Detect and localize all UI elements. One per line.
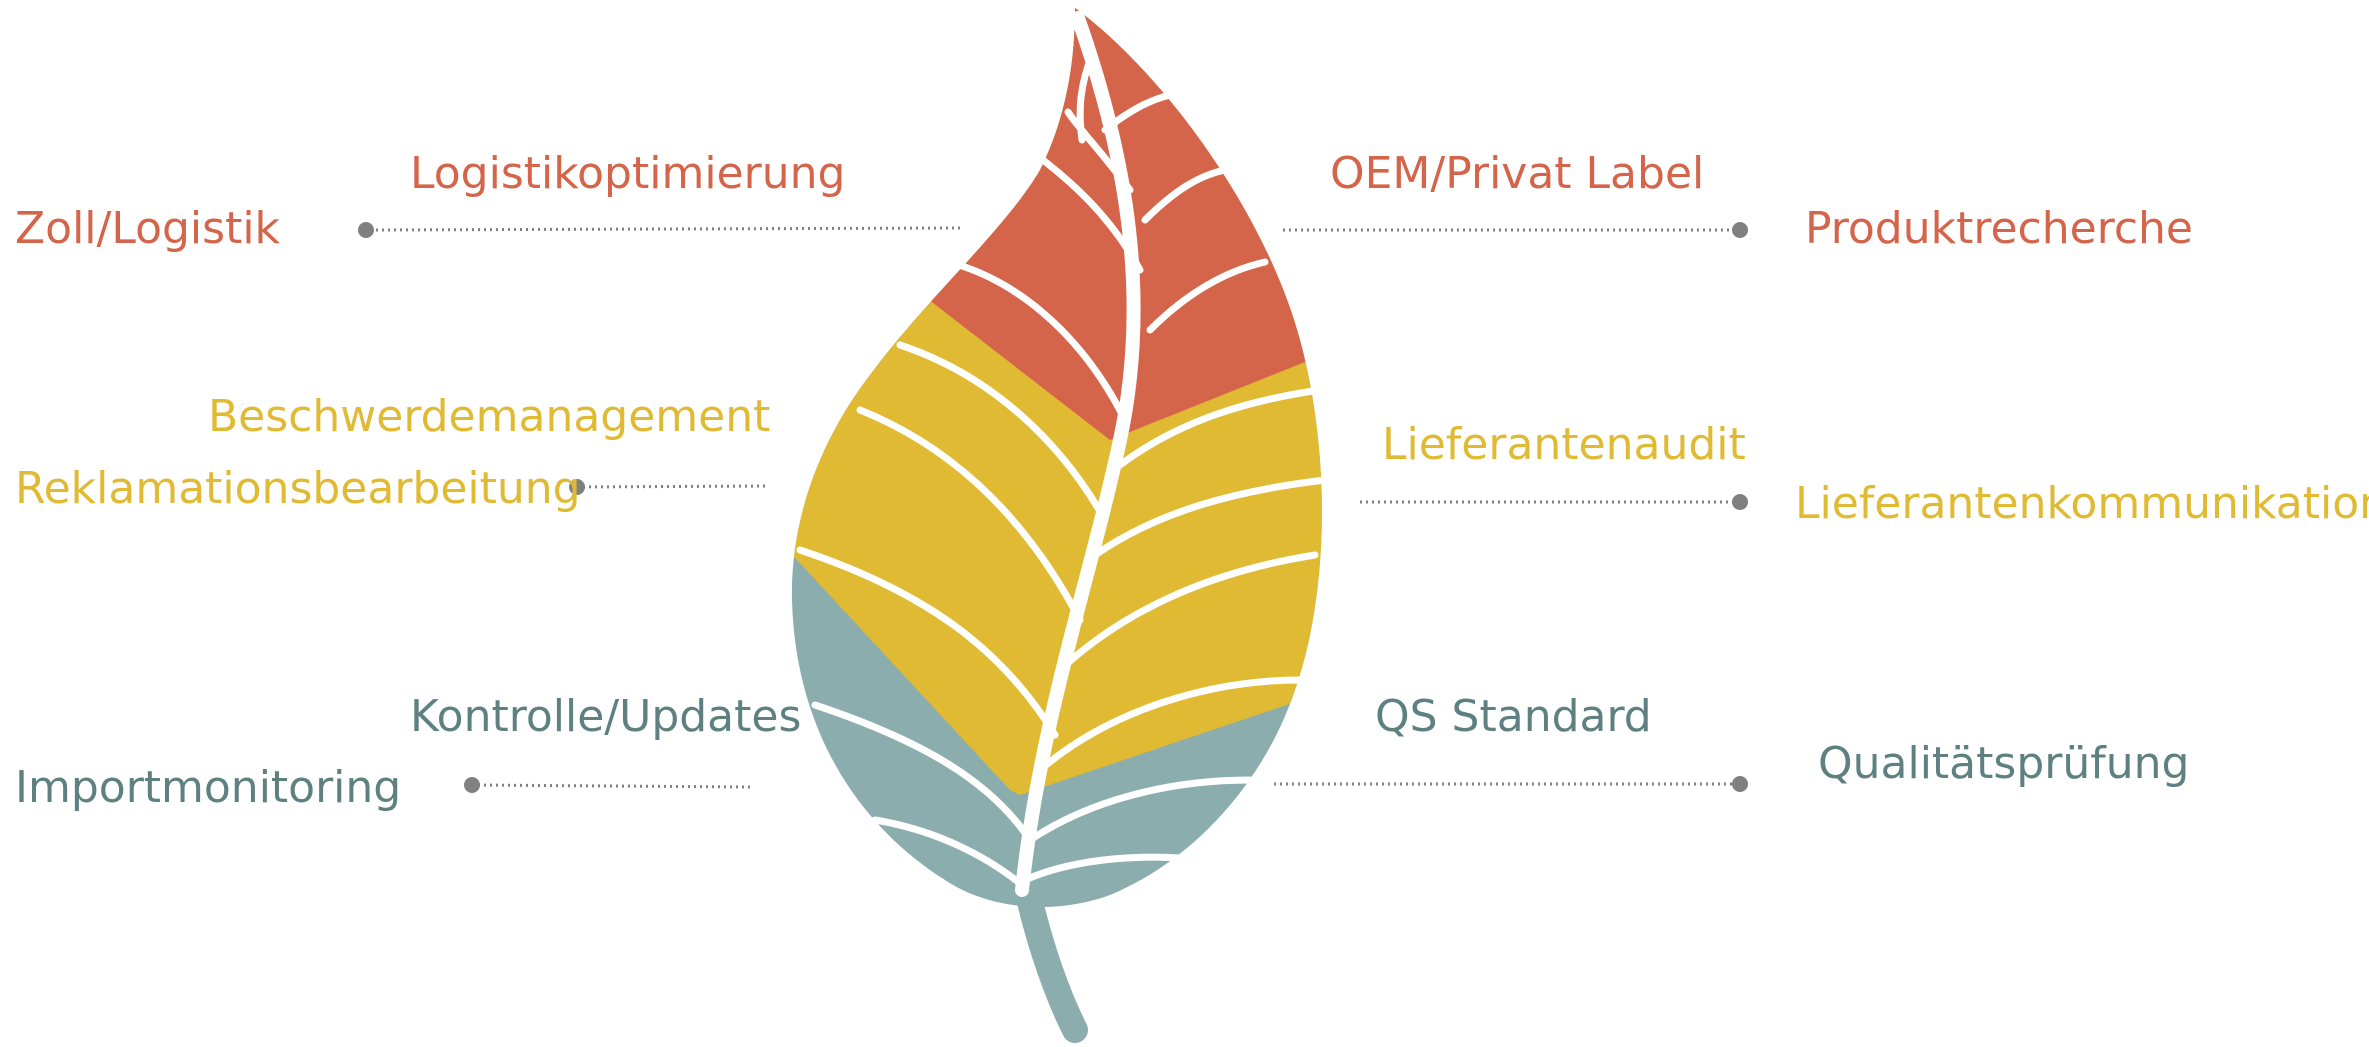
label-qualitaetspruefung: Qualitätsprüfung [1818,738,2189,789]
label-zoll-logistik: Zoll/Logistik [15,203,281,254]
vein-left-2 [1064,108,1134,194]
label-importmonitoring: Importmonitoring [15,762,401,813]
label-reklamationsbearbeitung: Reklamationsbearbeitung [15,463,581,514]
dot-left-red [358,222,374,238]
vein-left-9 [871,816,1026,889]
label-kontrolle-updates: Kontrolle/Updates [410,691,801,742]
dot-left-yellow [569,479,585,495]
connectors [369,226,1738,789]
midrib [1015,11,1141,897]
vein-left-3 [1026,146,1144,274]
vein-right-4 [1116,386,1324,469]
vein-right-7 [1036,676,1304,774]
vein-left-8 [811,701,1034,844]
labels: Zoll/Logistik Logistikoptimierung Beschw… [15,148,2369,813]
connector-left-red [369,226,961,232]
vein-right-6 [1056,551,1319,674]
dot-right-yellow [1732,494,1748,510]
label-oem-privat-label: OEM/Privat Label [1330,148,1704,199]
vein-left-7 [796,546,1059,739]
vein-right-8 [1026,776,1254,844]
label-produktrecherche: Produktrecherche [1805,203,2193,254]
leaf-red-band [791,8,1322,440]
vein-right-9 [1021,853,1184,884]
label-lieferantenkommunikation: Lieferantenkommunikation [1795,478,2369,529]
vein-right-1 [1101,91,1174,134]
leaf-stem [1012,867,1088,1043]
label-lieferantenaudit: Lieferantenaudit [1382,419,1746,470]
label-logistikoptimierung: Logistikoptimierung [410,148,845,199]
dot-right-teal [1732,776,1748,792]
vein-right-2 [1141,166,1229,224]
dot-left-teal [464,777,480,793]
connector-dots [358,222,1748,793]
vein-right-5 [1091,476,1329,559]
vein-left-4 [936,256,1129,424]
label-beschwerdemanagement: Beschwerdemanagement [208,391,770,442]
vein-left-5 [896,341,1109,524]
vein-left-6 [856,406,1084,624]
connector-left-teal [471,783,751,789]
vein-right-3 [1146,258,1269,334]
leaf-veins [796,11,1329,897]
dot-right-red [1732,222,1748,238]
label-qs-standard: QS Standard [1375,691,1652,742]
leaf-body [791,8,1322,907]
connector-left-yellow [576,484,766,489]
